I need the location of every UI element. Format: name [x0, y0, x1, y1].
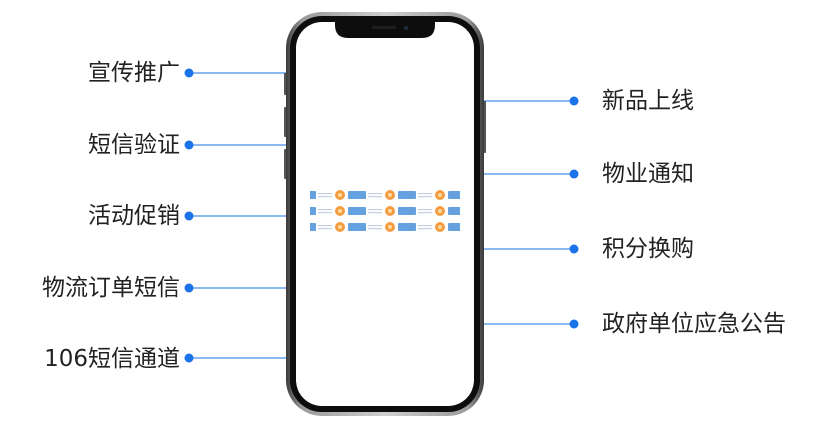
feature-label-left-2: 短信验证	[88, 132, 180, 158]
connector-dot-right-3	[569, 244, 579, 254]
feature-label-left-4: 物流订单短信	[42, 275, 180, 301]
feature-label-right-4: 政府单位应急公告	[602, 311, 786, 337]
connector-dot-right-2	[569, 169, 579, 179]
feature-label-left-3: 活动促销	[88, 203, 180, 229]
phone-mockup	[284, 12, 486, 416]
feature-label-left-5: 106短信通道	[44, 346, 180, 372]
connector-dot-right-1	[569, 96, 579, 106]
connector-dot-left-5	[184, 353, 194, 363]
connector-dot-left-1	[184, 68, 194, 78]
connector-dot-left-3	[184, 211, 194, 221]
speaker-grille	[372, 26, 396, 29]
connector-dot-left-4	[184, 283, 194, 293]
screen-logo-watermark	[310, 188, 460, 238]
feature-label-right-2: 物业通知	[602, 161, 694, 187]
feature-label-right-1: 新品上线	[602, 88, 694, 114]
connector-dot-right-4	[569, 319, 579, 329]
phone-notch	[335, 22, 435, 38]
feature-label-right-3: 积分换购	[602, 236, 694, 262]
connector-dot-left-2	[184, 140, 194, 150]
front-camera-icon	[404, 26, 408, 30]
feature-label-left-1: 宣传推广	[88, 60, 180, 86]
